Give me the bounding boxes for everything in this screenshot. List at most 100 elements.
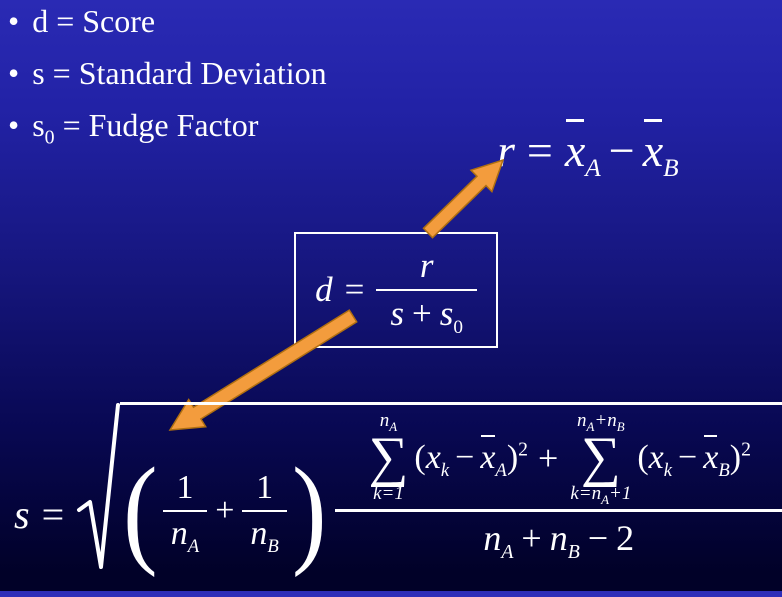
- lower-limit-text: k=n: [570, 483, 602, 505]
- xbar-b: x: [642, 119, 664, 176]
- close-paren: ): [729, 438, 742, 476]
- equals-sign: =: [344, 270, 365, 309]
- bullet-text: s: [32, 107, 45, 144]
- bullet-text: d = Score: [32, 3, 156, 39]
- equals-sign: =: [41, 492, 65, 537]
- bullet-list: • d = Score • s = Standard Deviation • s0 =…: [0, 0, 782, 148]
- var-s: s: [439, 294, 454, 334]
- coefficient-group: ( 1 nA + 1 nB ): [120, 443, 329, 578]
- var-s: s: [390, 294, 404, 334]
- var-x: x: [648, 438, 664, 476]
- close-paren: ): [291, 443, 327, 578]
- denominator-nB: nB: [242, 515, 286, 556]
- plus-sign: +: [215, 492, 235, 530]
- bullet-text: = Fudge Factor: [54, 107, 259, 144]
- subscript-k: k: [440, 459, 450, 481]
- bottom-edge-strip: [0, 591, 782, 597]
- xbar-a: x: [480, 435, 496, 476]
- sum-lower-limit: k=1: [373, 483, 404, 505]
- subscript-0: 0: [44, 126, 55, 149]
- numerator-1: 1: [176, 468, 194, 506]
- var-n: n: [549, 518, 568, 559]
- var-n: n: [379, 410, 390, 431]
- sum-upper-limit: nA+nB: [577, 410, 625, 434]
- main-fraction-denominator: nA+nB−2: [335, 517, 782, 562]
- arrow-to-s-icon: [168, 309, 358, 431]
- subscript-B: B: [663, 154, 679, 183]
- subscript-B: B: [718, 459, 730, 481]
- minus-sign: −: [608, 125, 635, 176]
- formula-d-box: d= r s+s0: [294, 232, 498, 348]
- bullet-s0-fudge: • s0 = Fudge Factor: [8, 107, 782, 148]
- subscript-A: A: [495, 459, 507, 481]
- sigma-icon: ∑: [368, 425, 409, 488]
- fraction-r-over-s-plus-s0: r s+s0: [376, 245, 477, 337]
- subscript-A: A: [585, 154, 601, 183]
- denominator-s-plus-s0: s+s0: [376, 294, 477, 337]
- equals-sign: =: [526, 125, 553, 176]
- subscript-A: A: [389, 418, 398, 434]
- fraction-bar: [376, 288, 477, 292]
- var-n: n: [577, 410, 587, 431]
- fraction-1-over-nA: 1 nA: [162, 468, 208, 556]
- arrow-to-r-icon: [422, 158, 505, 239]
- number-2: 2: [616, 518, 635, 559]
- minus-sign: −: [678, 438, 698, 476]
- formula-r: r=xA−xB: [497, 119, 679, 181]
- summation-1: nA ∑ k=1: [369, 411, 409, 504]
- subscript-A: A: [601, 491, 609, 507]
- denominator-nA: nA: [163, 515, 207, 556]
- open-paren: (: [637, 438, 649, 476]
- formula-s-lhs: s=: [14, 491, 76, 538]
- fraction-1-over-nB: 1 nB: [242, 468, 287, 556]
- var-n: n: [170, 515, 188, 553]
- sum-upper-limit: nA: [379, 410, 398, 434]
- var-s: s: [14, 492, 30, 537]
- squared-deviation-term-A: (xk−xA)2: [414, 435, 529, 481]
- plus-sign: +: [594, 410, 608, 431]
- sigma-icon: ∑: [580, 425, 621, 488]
- open-paren: (: [414, 438, 426, 476]
- main-fraction-bar: [335, 509, 782, 513]
- open-paren: (: [123, 443, 158, 578]
- sum-lower-limit: k=nA+1: [570, 483, 631, 507]
- arrow-to-s-shape: [168, 309, 358, 431]
- bullet-marker: •: [8, 3, 20, 39]
- squared-deviation-term-B: (xk−xB)2: [637, 435, 751, 481]
- numerator-1: 1: [256, 468, 274, 506]
- subscript-B: B: [567, 541, 580, 564]
- plus-sign: +: [538, 437, 559, 478]
- plus-sign: +: [411, 294, 432, 334]
- fraction-bar: [242, 509, 287, 513]
- minus-sign: −: [587, 518, 609, 559]
- subscript-A: A: [187, 536, 200, 558]
- fraction-bar: [162, 509, 208, 513]
- bullet-marker: •: [8, 55, 20, 92]
- subscript-B: B: [267, 536, 279, 558]
- radical-sign-icon: [77, 403, 121, 569]
- bullet-marker: •: [8, 107, 20, 144]
- var-n: n: [483, 518, 502, 559]
- subscript-B: B: [616, 418, 625, 434]
- xbar-b: x: [703, 435, 719, 476]
- sqrt-content: ( 1 nA + 1 nB ) nA ∑: [120, 402, 782, 578]
- subscript-A: A: [501, 541, 514, 564]
- close-paren: ): [506, 438, 519, 476]
- minus-sign: −: [455, 438, 475, 476]
- main-fraction-numerator: nA ∑ k=1 (xk−xA)2 + nA+nB ∑ k=nA+1 (xk−x…: [335, 410, 782, 507]
- exponent-2: 2: [741, 438, 751, 461]
- exponent-2: 2: [518, 438, 529, 461]
- subscript-0: 0: [453, 317, 463, 339]
- bullet-d-score: • d = Score: [8, 3, 782, 39]
- numerator-r: r: [419, 245, 434, 285]
- bullet-text: s = Standard Deviation: [32, 55, 327, 92]
- formula-s: s= ( 1 nA + 1 nB ): [14, 402, 782, 574]
- xbar-a: x: [564, 119, 586, 176]
- var-n: n: [607, 410, 617, 431]
- var-n: n: [250, 515, 268, 553]
- summation-2: nA+nB ∑ k=nA+1: [570, 410, 631, 507]
- subscript-A: A: [586, 418, 595, 434]
- var-d: d: [315, 270, 333, 309]
- subscript-k: k: [663, 459, 673, 481]
